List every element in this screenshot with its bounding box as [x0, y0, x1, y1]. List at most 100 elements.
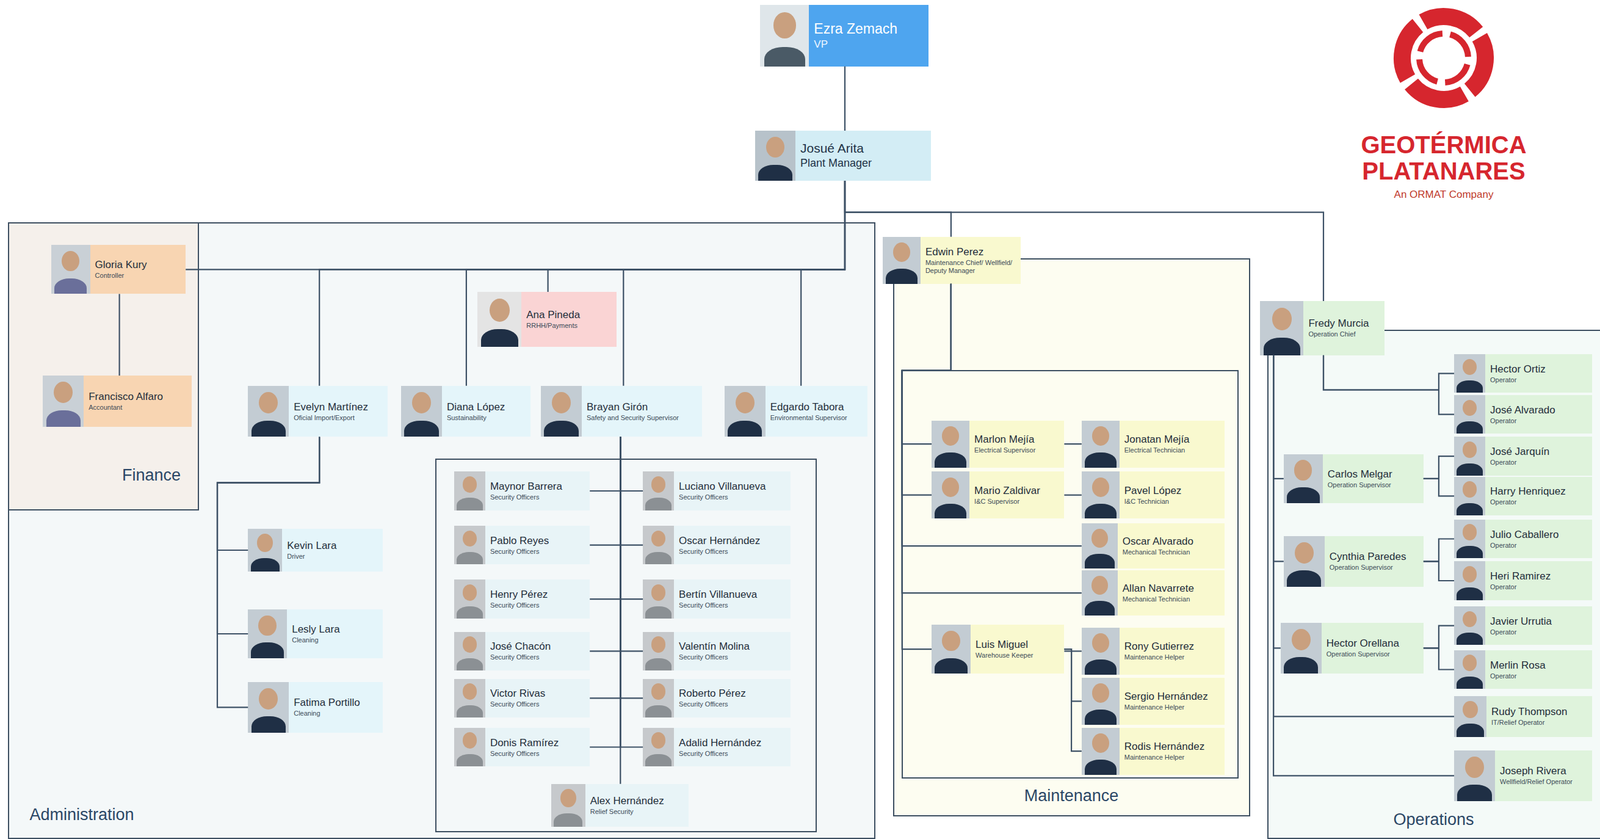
photo-shirt [250, 642, 284, 659]
reporting-line [1064, 648, 1082, 701]
photo-head [651, 636, 666, 653]
person-card: Julio CaballeroOperator [1454, 519, 1593, 559]
person-photo [755, 130, 796, 181]
person-name: Henry Pérez [490, 588, 587, 601]
person-photo [1454, 476, 1486, 516]
card-text: Mario ZaldivarI&C Supervisor [969, 482, 1065, 508]
photo-shirt [1456, 632, 1483, 645]
region-label: Administration [29, 805, 134, 825]
person-photo [642, 579, 674, 619]
person-card: Lesly LaraCleaning [247, 609, 383, 659]
card-text: Fredy MurciaOperation Chief [1303, 315, 1385, 341]
person-name: Fatima Portillo [293, 696, 380, 709]
card-text: Cynthia ParedesOperation Supervisor [1324, 548, 1424, 574]
photo-head [258, 391, 278, 414]
reporting-line [1423, 561, 1455, 581]
photo-shirt [645, 705, 672, 718]
person-card: Diana LópezSustainability [401, 385, 531, 438]
person-card: Marlon MejíaElectrical Supervisor [931, 420, 1065, 468]
person-name: José Jarquín [1490, 445, 1589, 458]
person-card: Valentín MolinaSecurity Officers [642, 631, 791, 671]
card-text: Luis MiguelWarehouse Keeper [970, 636, 1065, 662]
job-title: Maintenance Helper [1124, 753, 1221, 762]
card-text: Rony GutierrezMaintenance Helper [1119, 638, 1225, 663]
photo-head [462, 530, 477, 547]
card-text: Ezra ZemachVP [808, 18, 929, 52]
person-name: Donis Ramírez [490, 736, 587, 750]
photo-head [941, 477, 960, 497]
photo-shirt [456, 497, 483, 510]
reporting-line [620, 436, 643, 599]
reporting-line [902, 283, 952, 444]
photo-shirt [934, 452, 967, 468]
person-card: Evelyn MartínezOficial Import/Export [247, 385, 388, 438]
photo-shirt [645, 658, 672, 671]
person-photo [1283, 535, 1325, 588]
job-title: Operation Chief [1308, 330, 1381, 339]
logo-inner-ring [1413, 28, 1474, 88]
reporting-line [548, 180, 845, 292]
person-name: Edwin Perez [925, 246, 1018, 259]
card-text: Luciano VillanuevaSecurity Officers [673, 478, 791, 504]
card-text: Roberto PérezSecurity Officers [673, 685, 791, 710]
photo-head [1462, 523, 1477, 541]
card-text: Hector OrellanaOperation Supervisor [1321, 635, 1424, 660]
card-text: Sergio HernándezMaintenance Helper [1119, 688, 1225, 714]
person-photo [1081, 471, 1120, 519]
person-name: Sergio Hernández [1124, 690, 1221, 703]
reporting-line [844, 180, 952, 237]
card-text: Rudy ThompsonIT/Relief Operator [1486, 703, 1593, 729]
card-text: Harry HenriquezOperator [1485, 483, 1593, 508]
card-text: Alex HernándezRelief Security [585, 792, 690, 818]
person-photo [477, 291, 522, 347]
card-text: Diana LópezSustainability [441, 399, 531, 424]
person-name: Merlin Rosa [1490, 659, 1589, 672]
person-name: Marlon Mejía [974, 433, 1061, 446]
photo-head [1272, 307, 1293, 331]
card-text: José AlvaradoOperator [1485, 402, 1593, 427]
job-title: Operator [1490, 498, 1589, 507]
card-text: Bertín VillanuevaSecurity Officers [673, 586, 791, 612]
photo-shirt [727, 420, 762, 438]
card-text: Rodis HernándezMaintenance Helper [1119, 738, 1225, 764]
photo-shirt [934, 503, 967, 519]
person-name: Evelyn Martínez [293, 401, 384, 414]
logo-wordmark: GEOTÉRMICA PLATANARES [1330, 131, 1557, 185]
card-text: Hector OrtizOperator [1485, 361, 1593, 386]
photo-shirt [456, 551, 483, 565]
job-title: Operator [1490, 376, 1589, 384]
job-title: Electrical Supervisor [974, 446, 1061, 455]
person-photo [1081, 420, 1120, 468]
job-title: Operator [1490, 458, 1589, 467]
photo-shirt [250, 557, 280, 572]
photo-head [61, 250, 80, 272]
card-text: Brayan GirónSafety and Security Supervis… [581, 399, 703, 424]
job-title: I&C Supervisor [974, 497, 1061, 506]
card-text: Julio CaballeroOperator [1485, 526, 1593, 552]
person-name: Valentín Molina [678, 640, 787, 653]
reporting-line [1323, 355, 1455, 391]
card-text: Kevin LaraDriver [282, 537, 383, 563]
photo-head [1462, 700, 1478, 718]
job-title: Cleaning [291, 636, 380, 645]
person-card: Rodis HernándezMaintenance Helper [1081, 727, 1225, 775]
job-title: Electrical Technician [1124, 446, 1221, 455]
job-title: Mechanical Technician [1122, 548, 1221, 557]
photo-shirt [645, 551, 672, 565]
region-label: Operations [1268, 810, 1599, 829]
photo-shirt [456, 606, 483, 619]
person-photo [724, 385, 766, 438]
reporting-line [589, 436, 621, 698]
job-title: Warehouse Keeper [975, 651, 1061, 660]
photo-head [489, 298, 510, 322]
person-photo [642, 727, 674, 767]
person-card: Kevin LaraDriver [247, 528, 383, 572]
card-text: Lesly LaraCleaning [286, 621, 383, 646]
person-card: Carlos MelgarOperation Supervisor [1283, 454, 1424, 504]
card-text: Allan NavarreteMechanical Technician [1117, 580, 1225, 605]
photo-head [1462, 611, 1477, 628]
person-card: Harry HenriquezOperator [1454, 476, 1593, 516]
reporting-line [1273, 355, 1284, 479]
person-card: Francisco AlfaroAccountant [42, 375, 192, 427]
person-card: Adalid HernándezSecurity Officers [642, 727, 791, 767]
